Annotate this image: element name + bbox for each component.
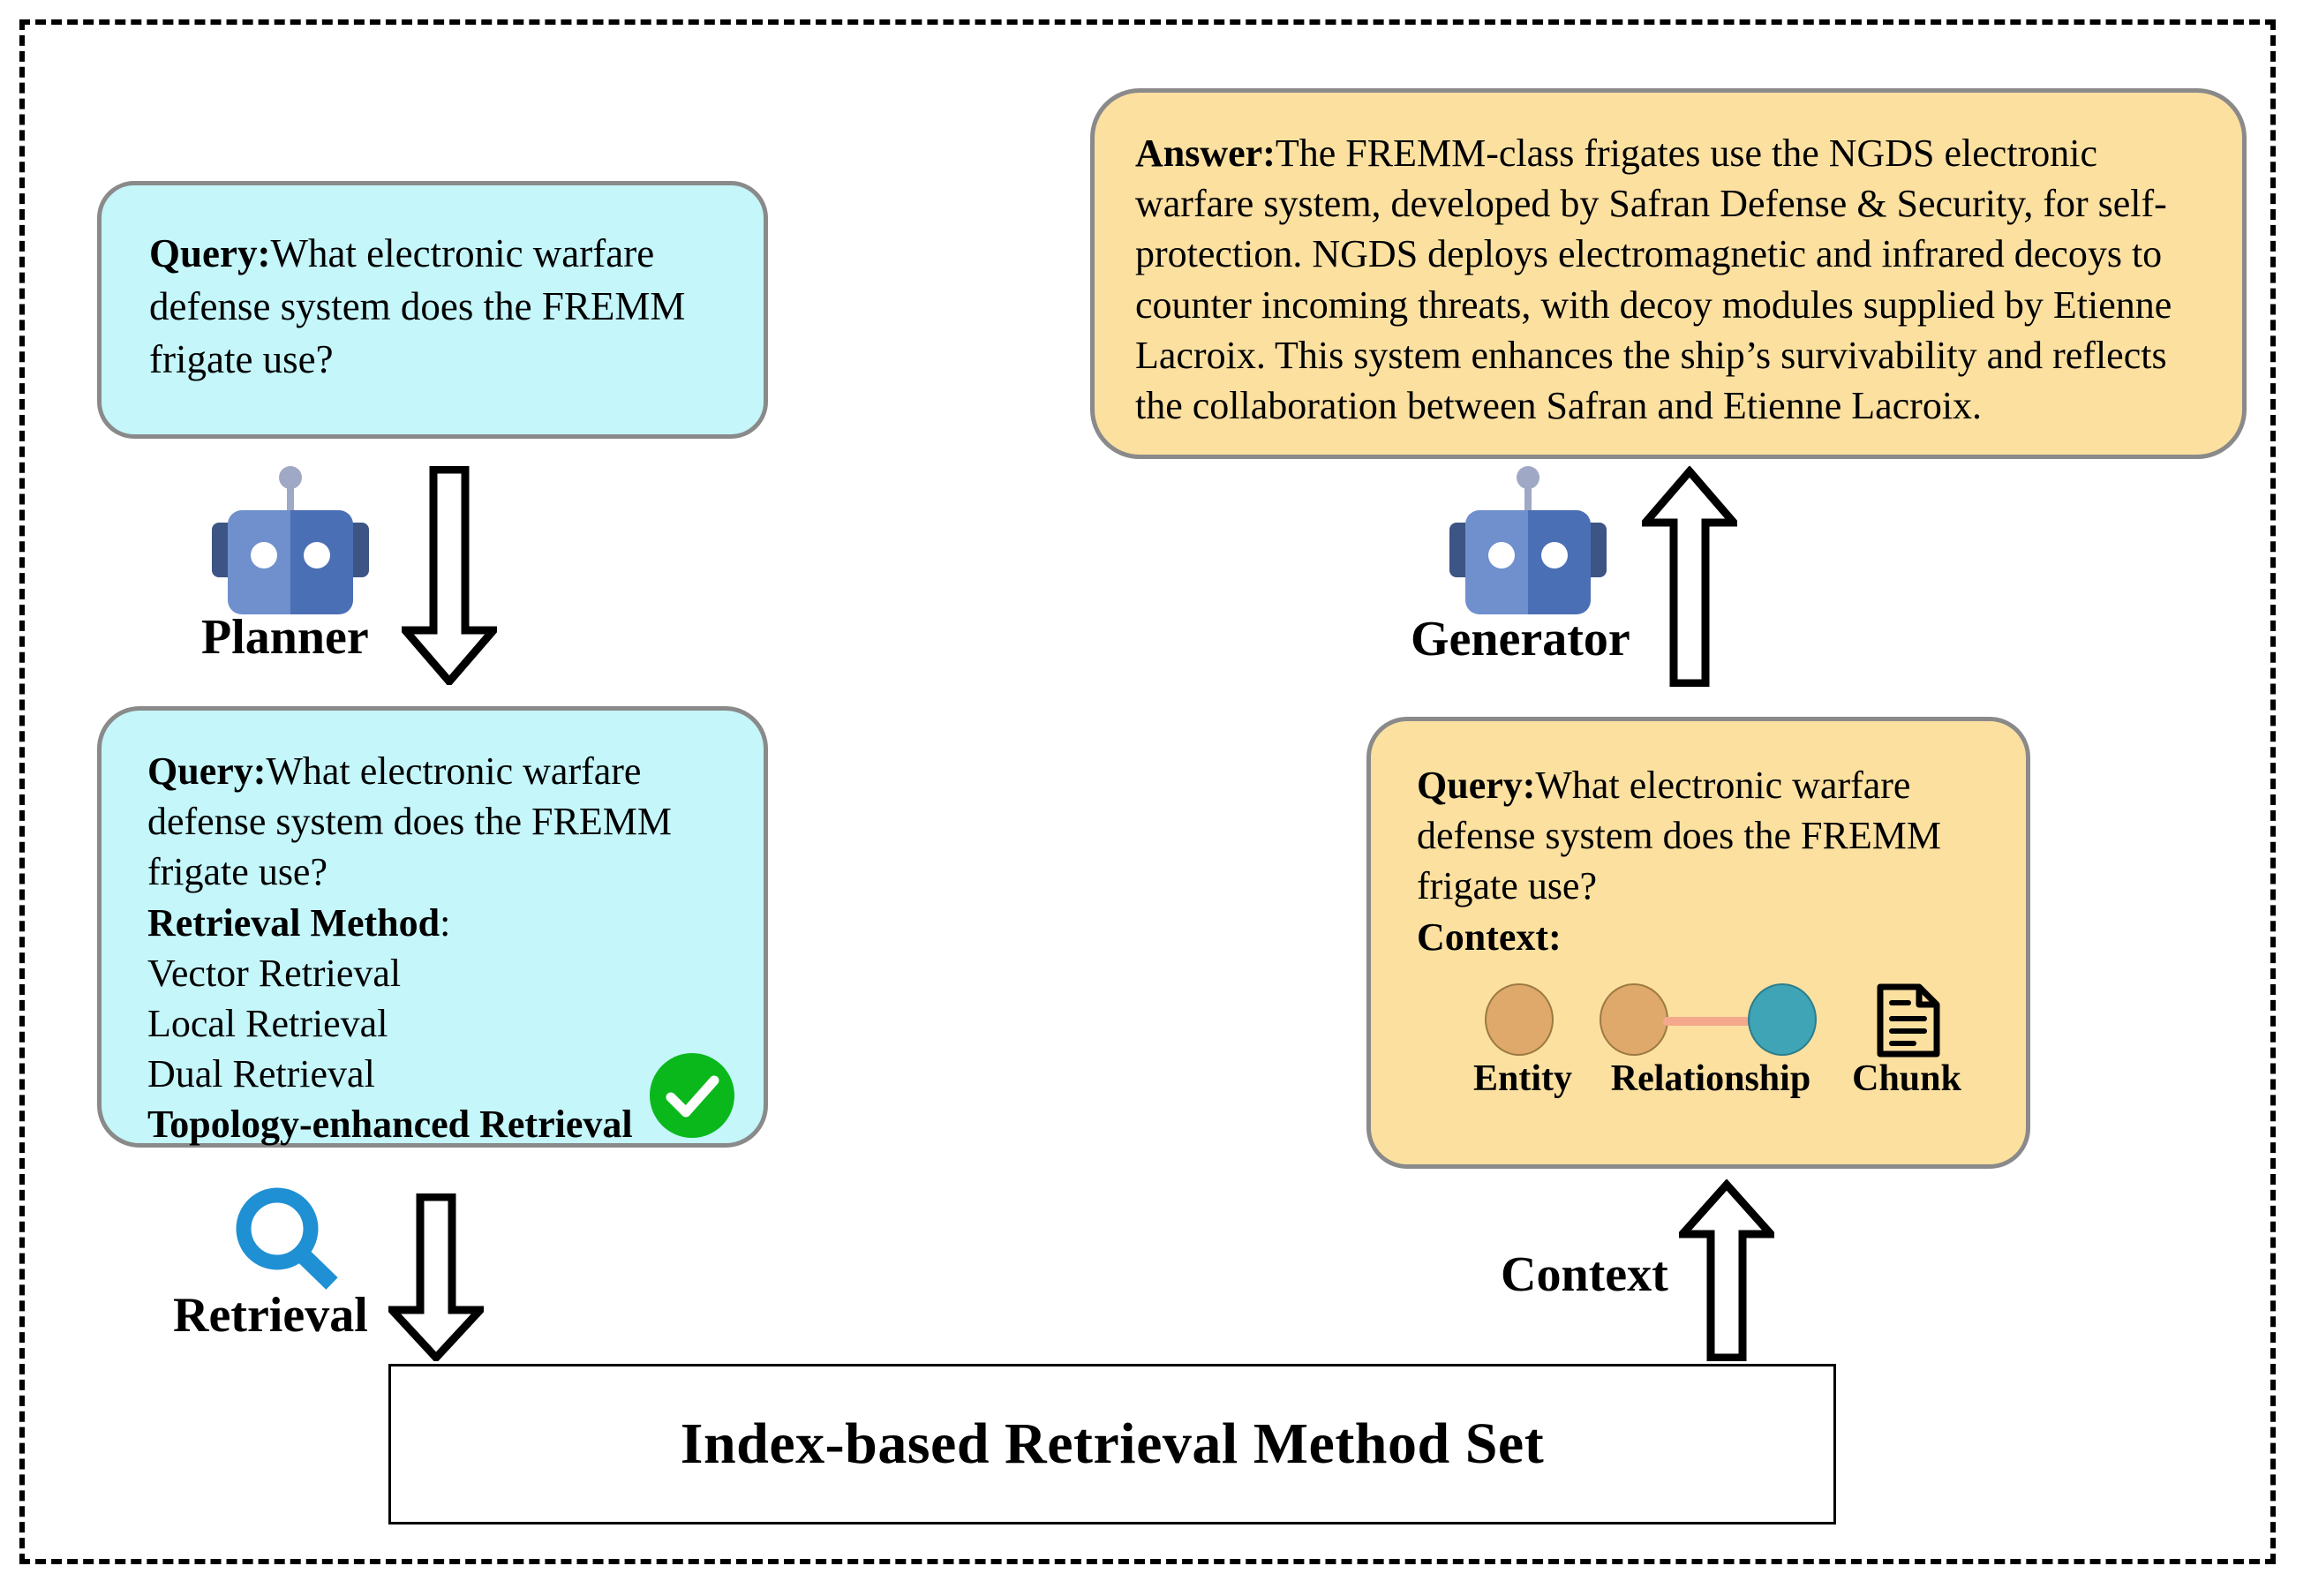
method-item-dual[interactable]: Dual Retrieval: [147, 1052, 375, 1096]
entity-circle-icon: [1485, 983, 1554, 1056]
index-based-retrieval-method-set-box: Index-based Retrieval Method Set: [388, 1364, 1836, 1524]
generator-label: Generator: [1411, 612, 1630, 666]
robot-ear-right-icon: [350, 523, 369, 577]
magnifier-icon: [228, 1183, 347, 1302]
robot-head-icon: [1465, 510, 1591, 614]
robot-ear-right-icon: [1587, 523, 1607, 577]
planner-robot-icon: [212, 466, 369, 618]
robot-antenna-ball-icon: [279, 466, 302, 489]
query-text: What electronic warfare defense system d…: [147, 749, 672, 894]
query-panel-top-text: Query:What electronic warfare defense sy…: [102, 185, 764, 429]
relationship-source-node-icon: [1600, 983, 1668, 1056]
planner-label: Planner: [201, 610, 369, 665]
answer-text: The FREMM-class frigates use the NGDS el…: [1135, 132, 2172, 427]
query-label: Query:: [147, 749, 267, 793]
context-panel: Query:What electronic warfare defense sy…: [1366, 717, 2030, 1169]
retrieval-method-list: Vector Retrieval Local Retrieval Dual Re…: [147, 948, 718, 1150]
method-set-title: Index-based Retrieval Method Set: [680, 1412, 1545, 1476]
method-item-local[interactable]: Local Retrieval: [147, 1001, 388, 1045]
legend-caption-chunk: Chunk: [1852, 1058, 1961, 1099]
method-item-vector[interactable]: Vector Retrieval: [147, 951, 402, 995]
query-label: Query:: [1417, 764, 1536, 807]
retrieval-method-heading: Retrieval Method:: [147, 900, 451, 945]
robot-ear-left-icon: [212, 523, 231, 577]
document-chunk-icon: [1873, 982, 1942, 1059]
generator-robot-icon: [1449, 466, 1607, 618]
robot-antenna-ball-icon: [1517, 466, 1539, 489]
relationship-edge-icon: [1663, 1017, 1757, 1026]
query-method-panel-text: Query:What electronic warfare defense sy…: [102, 711, 764, 1186]
robot-eye-right-icon: [1541, 542, 1568, 568]
arrow-down-icon-retrieval: [388, 1193, 484, 1361]
context-legend: Entity Relationship Chunk: [1465, 980, 1977, 1134]
context-heading: Context:: [1417, 915, 1562, 959]
context-flow-label: Context: [1501, 1247, 1668, 1302]
query-label: Query:: [149, 231, 271, 275]
arrow-up-icon-generator: [1642, 466, 1737, 687]
answer-label: Answer:: [1135, 132, 1276, 175]
context-panel-text: Query:What electronic warfare defense sy…: [1371, 721, 2026, 1001]
query-line: Query:What electronic warfare defense sy…: [1417, 760, 1980, 912]
legend-caption-relationship: Relationship: [1610, 1058, 1811, 1099]
query-text: What electronic warfare defense system d…: [149, 231, 686, 381]
retrieval-label: Retrieval: [173, 1288, 368, 1343]
relationship-target-node-icon: [1748, 983, 1817, 1056]
arrow-up-icon-context: [1679, 1179, 1774, 1361]
robot-eye-left-icon: [251, 542, 277, 568]
robot-antenna-stem-icon: [287, 486, 294, 516]
arrow-down-icon-planner: [402, 466, 497, 685]
legend-caption-entity: Entity: [1472, 1058, 1572, 1099]
query-line: Query:What electronic warfare defense sy…: [147, 746, 718, 898]
robot-ear-left-icon: [1449, 523, 1469, 577]
answer-panel: Answer:The FREMM-class frigates use the …: [1090, 88, 2247, 459]
outer-dashed-frame: [19, 19, 2276, 1564]
answer-panel-text: Answer:The FREMM-class frigates use the …: [1095, 93, 2242, 466]
query-text: What electronic warfare defense system d…: [1417, 764, 1941, 908]
robot-eye-left-icon: [1488, 542, 1515, 568]
robot-antenna-stem-icon: [1524, 486, 1532, 516]
robot-eye-right-icon: [304, 542, 330, 568]
method-item-topology-enhanced[interactable]: Topology-enhanced Retrieval: [147, 1103, 633, 1147]
query-panel-top: Query:What electronic warfare defense sy…: [97, 181, 768, 439]
robot-head-icon: [228, 510, 353, 614]
selected-check-icon: [650, 1053, 734, 1138]
